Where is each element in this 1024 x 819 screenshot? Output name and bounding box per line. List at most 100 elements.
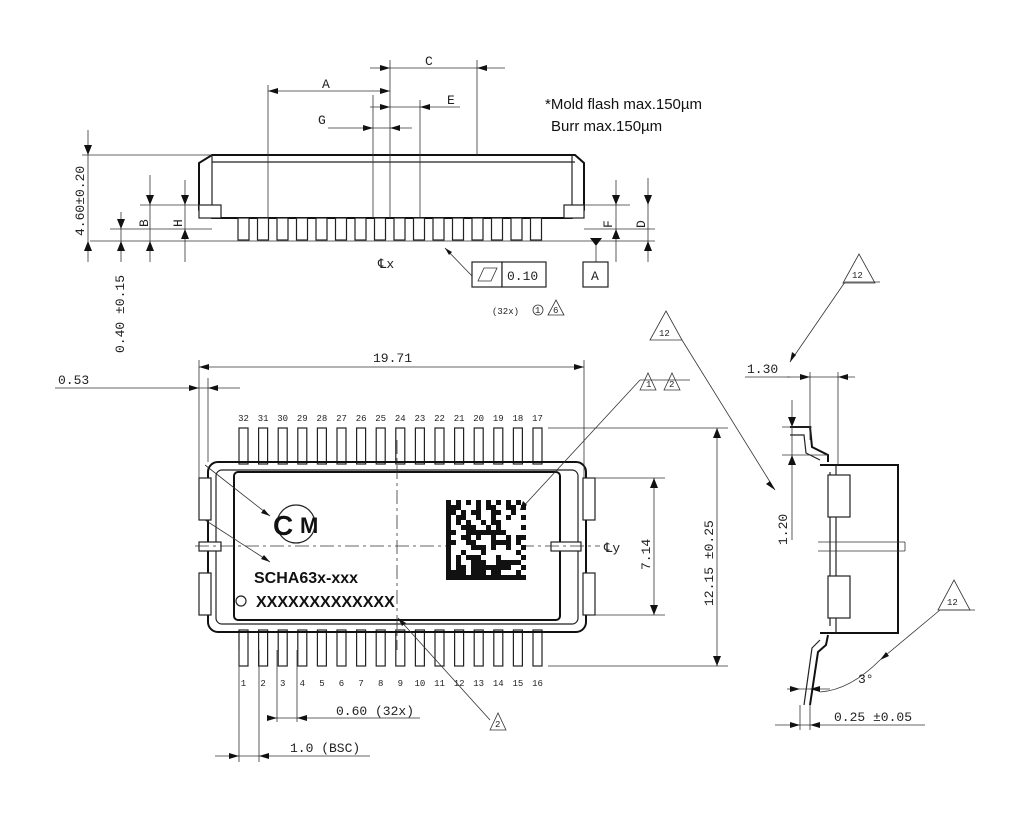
datamatrix-cell: [496, 530, 501, 535]
lead-bottom: [395, 629, 406, 667]
datamatrix-cell: [496, 575, 501, 580]
end-tab-upper: [827, 474, 851, 518]
datamatrix-cell: [511, 560, 516, 565]
pin-number-top: 28: [316, 414, 327, 424]
dim-standoff-label: 0.40 ±0.15: [113, 275, 128, 353]
pin-number-top: 22: [434, 414, 445, 424]
datamatrix-cell: [476, 500, 481, 505]
datamatrix-cell: [446, 500, 451, 505]
pin-number-top: 29: [297, 414, 308, 424]
pin-number-bottom: 10: [414, 679, 425, 689]
dim-a-label: A: [322, 77, 330, 92]
lead-top: [434, 427, 445, 465]
lead-bottom: [258, 629, 269, 667]
datamatrix-cell: [516, 550, 521, 555]
datamatrix-cell: [451, 505, 456, 510]
datamatrix-cell: [446, 515, 451, 520]
note-triangle-12c-icon: [937, 579, 971, 611]
datamatrix-cell: [511, 510, 516, 515]
datamatrix-cell: [491, 540, 496, 545]
datamatrix-cell: [491, 565, 496, 570]
logo-letter-c: C: [273, 510, 293, 541]
lead-bottom: [454, 629, 465, 667]
datamatrix-cell: [471, 575, 476, 580]
lead-top: [238, 427, 249, 465]
datamatrix-cell: [481, 560, 486, 565]
side-lead: [354, 217, 367, 241]
note-triangle-2-icon: [663, 372, 681, 391]
side-lead: [256, 217, 270, 241]
datamatrix-cell: [476, 570, 481, 575]
pin-number-top: 23: [414, 414, 425, 424]
side-lead: [451, 217, 465, 241]
top-ref-1: 1: [646, 380, 651, 390]
note-triangle-2b-icon: [489, 712, 507, 731]
datamatrix-cell: [496, 510, 501, 515]
pin-number-bottom: 13: [473, 679, 484, 689]
pin-number-bottom: 7: [358, 679, 363, 689]
datamatrix-cell: [446, 565, 451, 570]
datamatrix-cell: [446, 545, 451, 550]
datamatrix-cell: [491, 510, 496, 515]
datamatrix-cell: [456, 565, 461, 570]
lead-top: [473, 427, 484, 465]
datamatrix-cell: [476, 515, 481, 520]
note-triangle-6-icon: [547, 299, 565, 316]
dim-e-label: E: [447, 93, 455, 108]
datamatrix-cell: [506, 565, 511, 570]
pin-number-bottom: 2: [260, 679, 265, 689]
lead-top: [375, 427, 386, 465]
datamatrix-cell: [486, 505, 491, 510]
datamatrix-cell: [471, 565, 476, 570]
datamatrix-cell: [456, 555, 461, 560]
datamatrix-cell: [446, 510, 451, 515]
datamatrix-cell: [521, 525, 526, 530]
datamatrix-cell: [506, 545, 511, 550]
datum-a-box: [582, 261, 609, 288]
datamatrix-cell: [471, 570, 476, 575]
lead-top: [493, 427, 504, 465]
lead-top: [336, 427, 347, 465]
dim-d-label: D: [634, 220, 649, 228]
lead-bottom: [356, 629, 367, 667]
tab-right-center: [550, 541, 582, 552]
datamatrix-cell: [496, 565, 501, 570]
datamatrix-cell: [471, 555, 476, 560]
datamatrix-cell: [466, 520, 471, 525]
flatness-count: (32x): [492, 307, 519, 317]
datamatrix-cell: [461, 550, 466, 555]
datamatrix-cell: [446, 525, 451, 530]
datamatrix-cell: [451, 540, 456, 545]
lead-top: [258, 427, 269, 465]
dim-end-width-label: 1.30: [747, 362, 778, 377]
lead-top: [356, 427, 367, 465]
tab-right-upper: [582, 477, 596, 521]
datamatrix-cell: [461, 510, 466, 515]
flatness-symbol-box: [471, 261, 503, 288]
datamatrix-cell: [446, 560, 451, 565]
lead-bottom: [277, 629, 288, 667]
datamatrix-code: [446, 500, 526, 580]
datamatrix-cell: [471, 545, 476, 550]
datamatrix-cell: [501, 560, 506, 565]
datamatrix-cell: [481, 570, 486, 575]
lead-top: [395, 427, 406, 465]
lead-top: [297, 427, 308, 465]
datamatrix-cell: [461, 525, 466, 530]
lead-bottom: [493, 629, 504, 667]
datamatrix-cell: [506, 575, 511, 580]
datamatrix-cell: [481, 575, 486, 580]
datamatrix-cell: [456, 515, 461, 520]
lead-bottom: [238, 629, 249, 667]
serial-code: XXXXXXXXXXXXX: [256, 594, 395, 611]
datamatrix-cell: [491, 545, 496, 550]
tab-left-lower: [198, 572, 212, 616]
datamatrix-cell: [486, 565, 491, 570]
datamatrix-cell: [451, 510, 456, 515]
tab-left-center: [198, 541, 222, 552]
dim-pitch-label: 0.60 (32x): [336, 704, 414, 719]
datamatrix-cell: [491, 575, 496, 580]
pin-number-bottom: 1: [241, 679, 246, 689]
flatness-icon: [477, 267, 498, 282]
side-body-outline: [198, 154, 585, 219]
